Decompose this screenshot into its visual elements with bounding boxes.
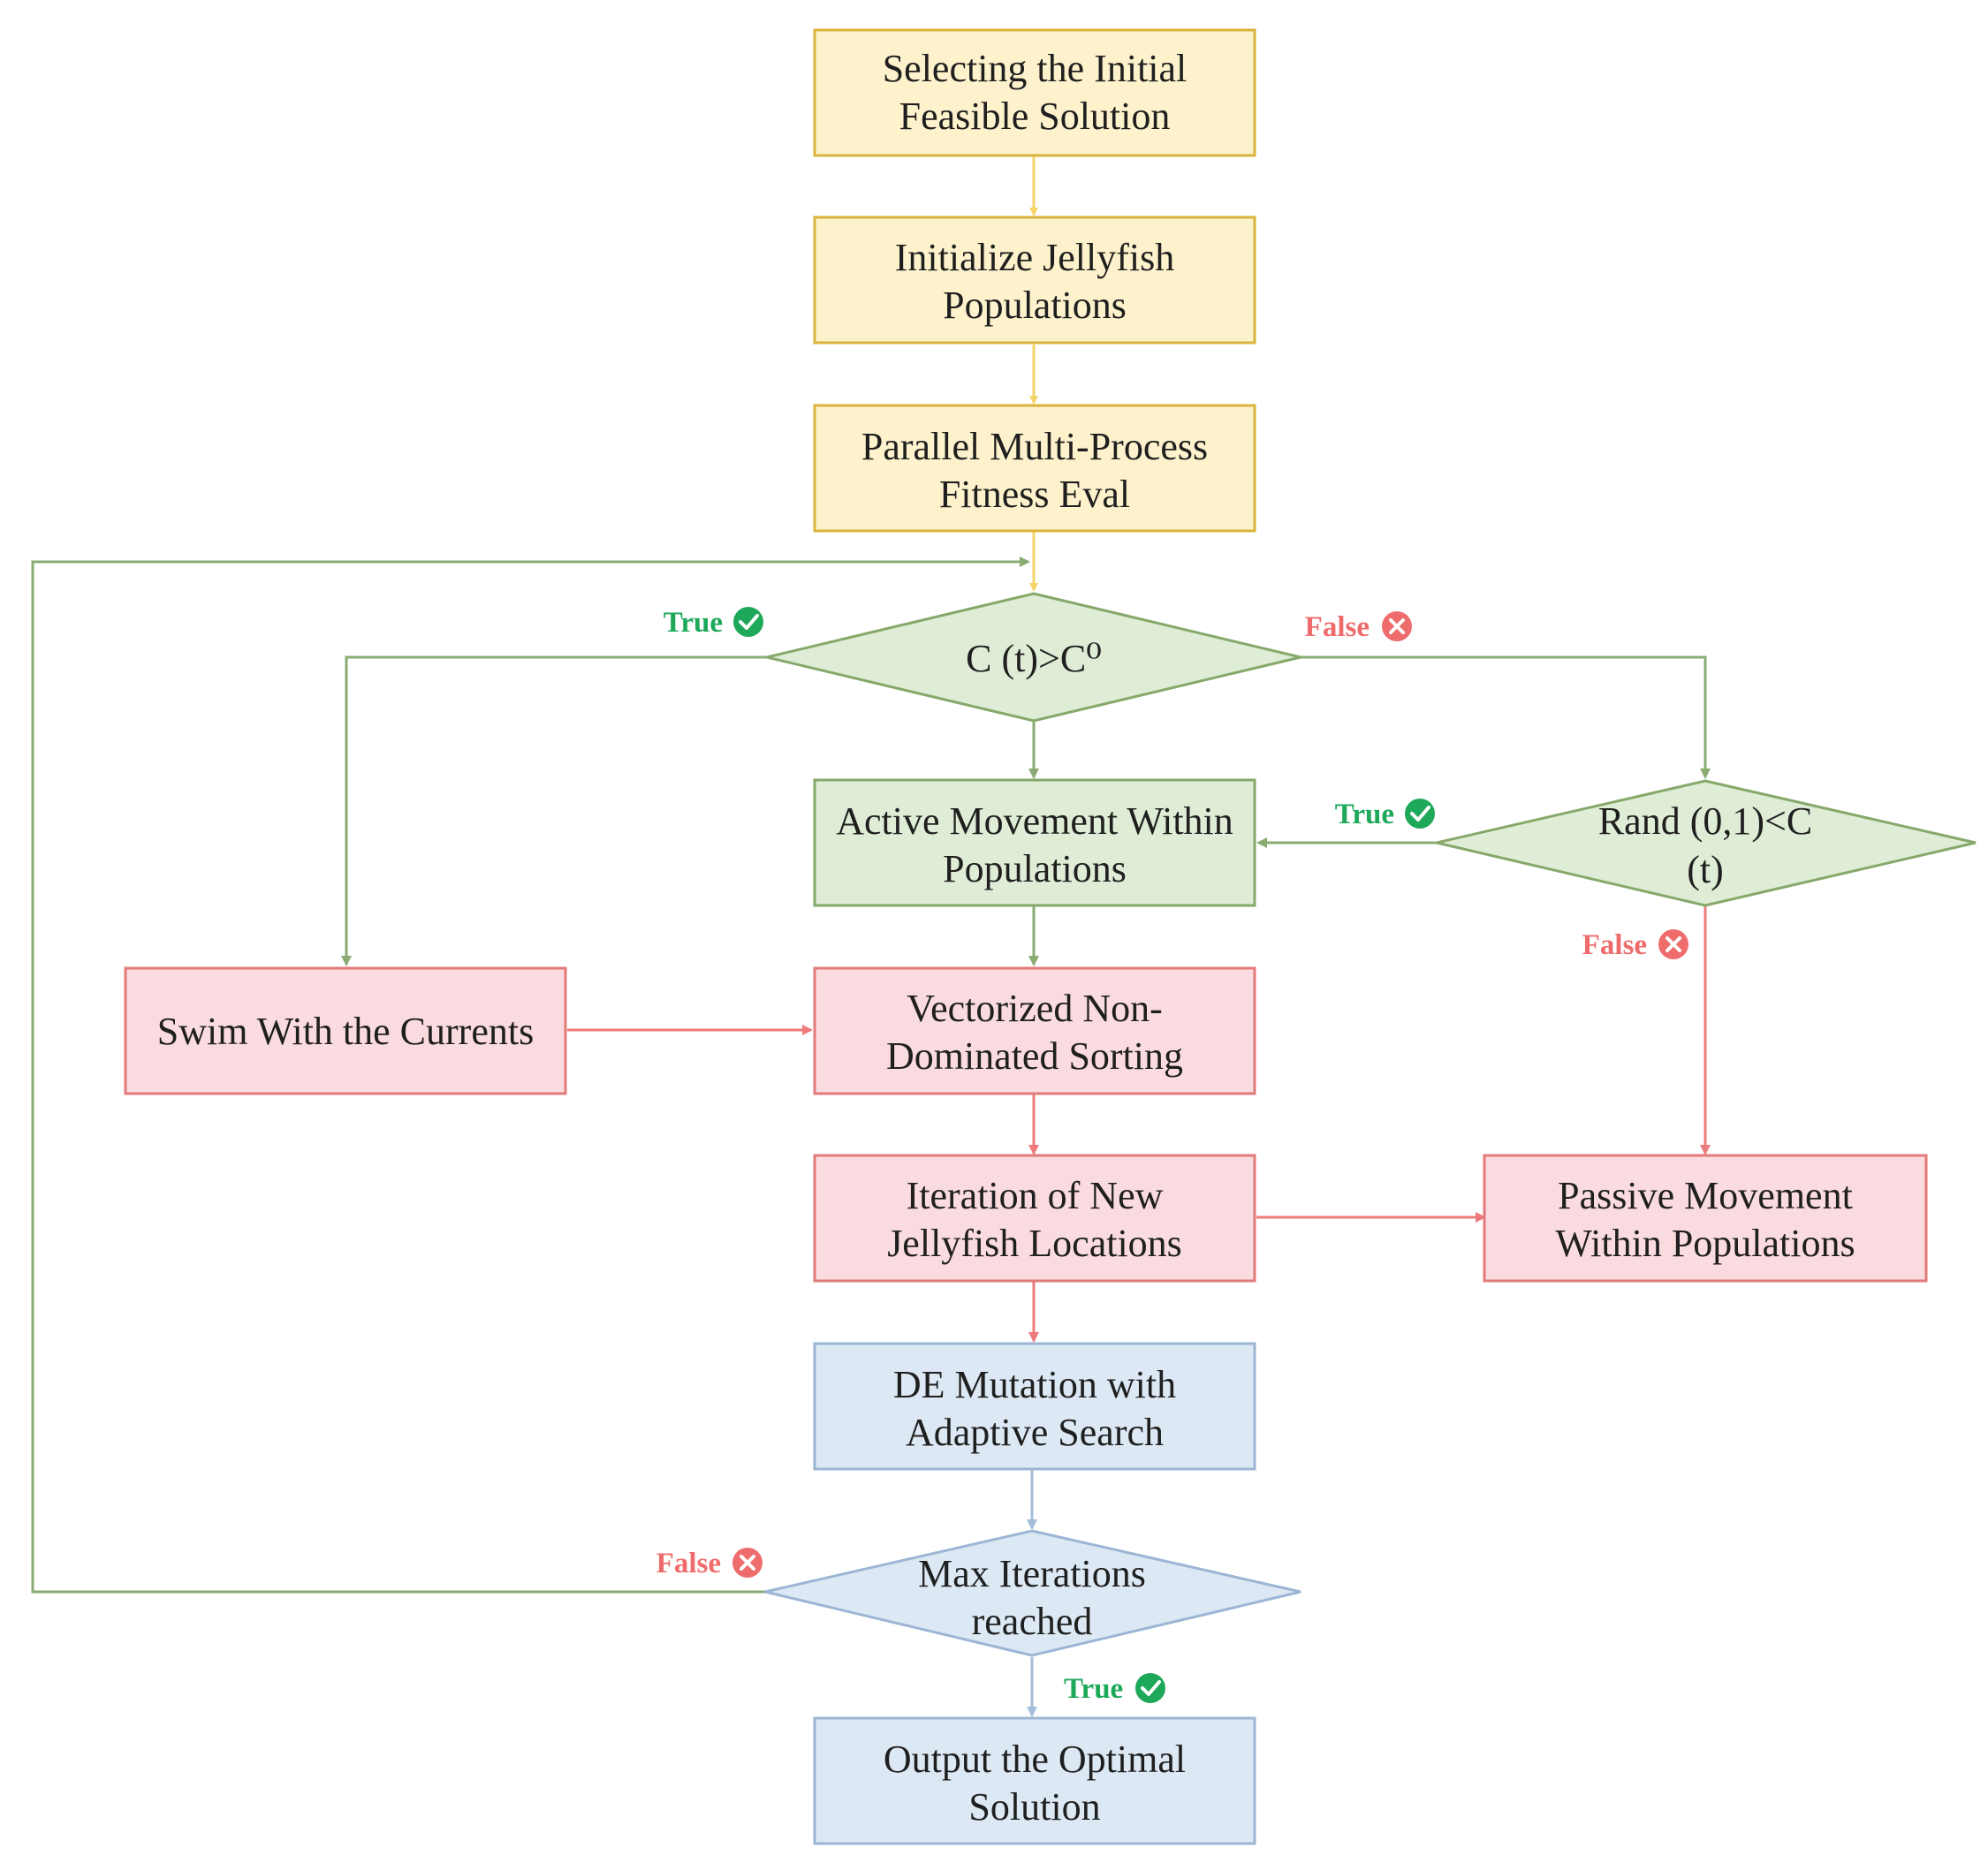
node-label-line: Within Populations: [1555, 1222, 1855, 1265]
node-label-line: Adaptive Search: [906, 1411, 1164, 1454]
check-circle-icon: [733, 607, 763, 637]
x-circle-icon: [732, 1548, 763, 1578]
node-label-line: Jellyfish Locations: [887, 1222, 1182, 1265]
node-label-line: Active Movement Within: [836, 799, 1233, 843]
x-circle-icon: [1658, 929, 1688, 959]
node-label-line: Output the Optimal: [884, 1738, 1186, 1781]
label-rand-true: True: [1335, 799, 1435, 830]
decision-label: C (t)>C⁰: [966, 637, 1102, 680]
x-circle-icon: [1382, 611, 1412, 641]
label-ct-true: True: [664, 607, 763, 639]
false-label: False: [656, 1548, 721, 1579]
decision-rand: Rand (0,1)<C (t): [1436, 779, 1977, 907]
node-label-line: Iteration of New: [907, 1174, 1164, 1217]
node-label-line: Vectorized Non-: [907, 987, 1163, 1030]
node-active-movement: Active Movement Within Populations: [813, 778, 1256, 907]
node-label-line: Passive Movement: [1558, 1174, 1853, 1217]
edge-ct-false-to-rand: [1299, 655, 1711, 779]
decision-label: (t): [1687, 848, 1724, 891]
connectors: [31, 155, 1711, 1717]
node-label-line: Dominated Sorting: [886, 1034, 1183, 1078]
node-iteration: Iteration of New Jellyfish Locations: [813, 1154, 1256, 1283]
node-sorting: Vectorized Non- Dominated Sorting: [813, 966, 1256, 1095]
decision-label: Max Iterations: [918, 1552, 1146, 1595]
node-label-line: Parallel Multi-Process: [861, 425, 1208, 468]
true-label: True: [1335, 799, 1394, 830]
true-label: True: [664, 607, 723, 639]
decision-ct: C (t)>C⁰: [766, 592, 1301, 723]
edge-max-false-loop: [31, 557, 1030, 1594]
node-de-mutation: DE Mutation with Adaptive Search: [813, 1342, 1256, 1471]
node-init-solution: Selecting the Initial Feasible Solution: [813, 28, 1256, 157]
check-circle-icon: [1135, 1673, 1165, 1703]
node-label-line: Feasible Solution: [899, 95, 1171, 138]
label-ct-false: False: [1305, 611, 1412, 643]
node-label-line: Populations: [943, 847, 1127, 890]
edge-ct-true-to-swim: [341, 655, 769, 966]
check-circle-icon: [1405, 799, 1435, 829]
node-label-line: Populations: [943, 284, 1127, 327]
node-label-line: DE Mutation with: [893, 1363, 1176, 1406]
node-label-line: Solution: [968, 1785, 1100, 1829]
decision-max-iterations: Max Iterations reached: [764, 1529, 1301, 1657]
label-max-true: True: [1064, 1673, 1165, 1705]
node-fitness-eval: Parallel Multi-Process Fitness Eval: [813, 404, 1256, 533]
node-label-line: Initialize Jellyfish: [895, 236, 1174, 279]
false-label: False: [1582, 929, 1647, 961]
decision-label: reached: [972, 1600, 1093, 1643]
node-init-population: Initialize Jellyfish Populations: [813, 216, 1256, 345]
label-max-false: False: [656, 1548, 763, 1579]
label-rand-false: False: [1582, 929, 1688, 961]
true-label: True: [1064, 1673, 1123, 1705]
false-label: False: [1305, 611, 1370, 643]
node-swim-currents: Swim With the Currents: [124, 966, 567, 1095]
node-label-line: Selecting the Initial: [883, 47, 1187, 90]
node-label-line: Fitness Eval: [939, 473, 1130, 516]
node-passive-movement: Passive Movement Within Populations: [1483, 1154, 1928, 1283]
node-output: Output the Optimal Solution: [813, 1716, 1256, 1845]
node-label-line: Swim With the Currents: [157, 1010, 534, 1053]
decision-label: Rand (0,1)<C: [1598, 799, 1812, 843]
